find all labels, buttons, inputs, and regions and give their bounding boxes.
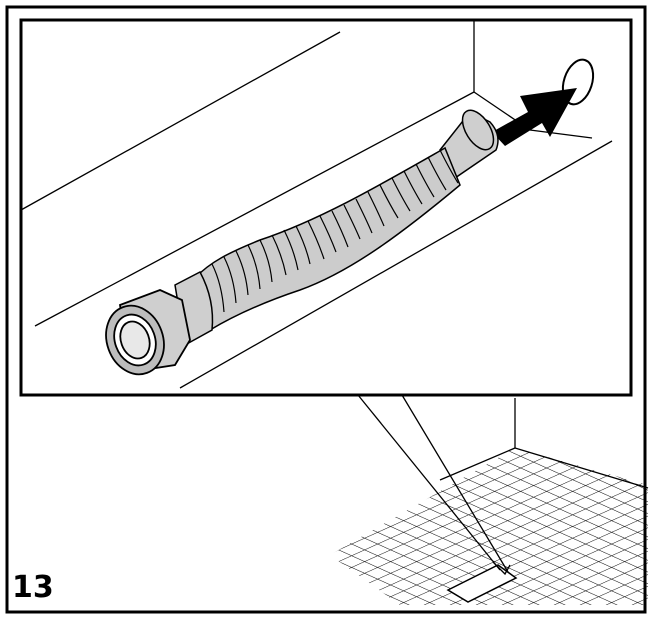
push-direction-arrow <box>492 88 577 146</box>
step-number: 13 <box>12 570 54 605</box>
corrugated-drain-hose <box>174 109 499 347</box>
threaded-hose-nut <box>105 289 191 376</box>
drain-opening <box>446 564 518 603</box>
panel-scene <box>20 20 613 389</box>
outer-frame <box>5 5 647 614</box>
zoom-callout <box>357 394 511 576</box>
